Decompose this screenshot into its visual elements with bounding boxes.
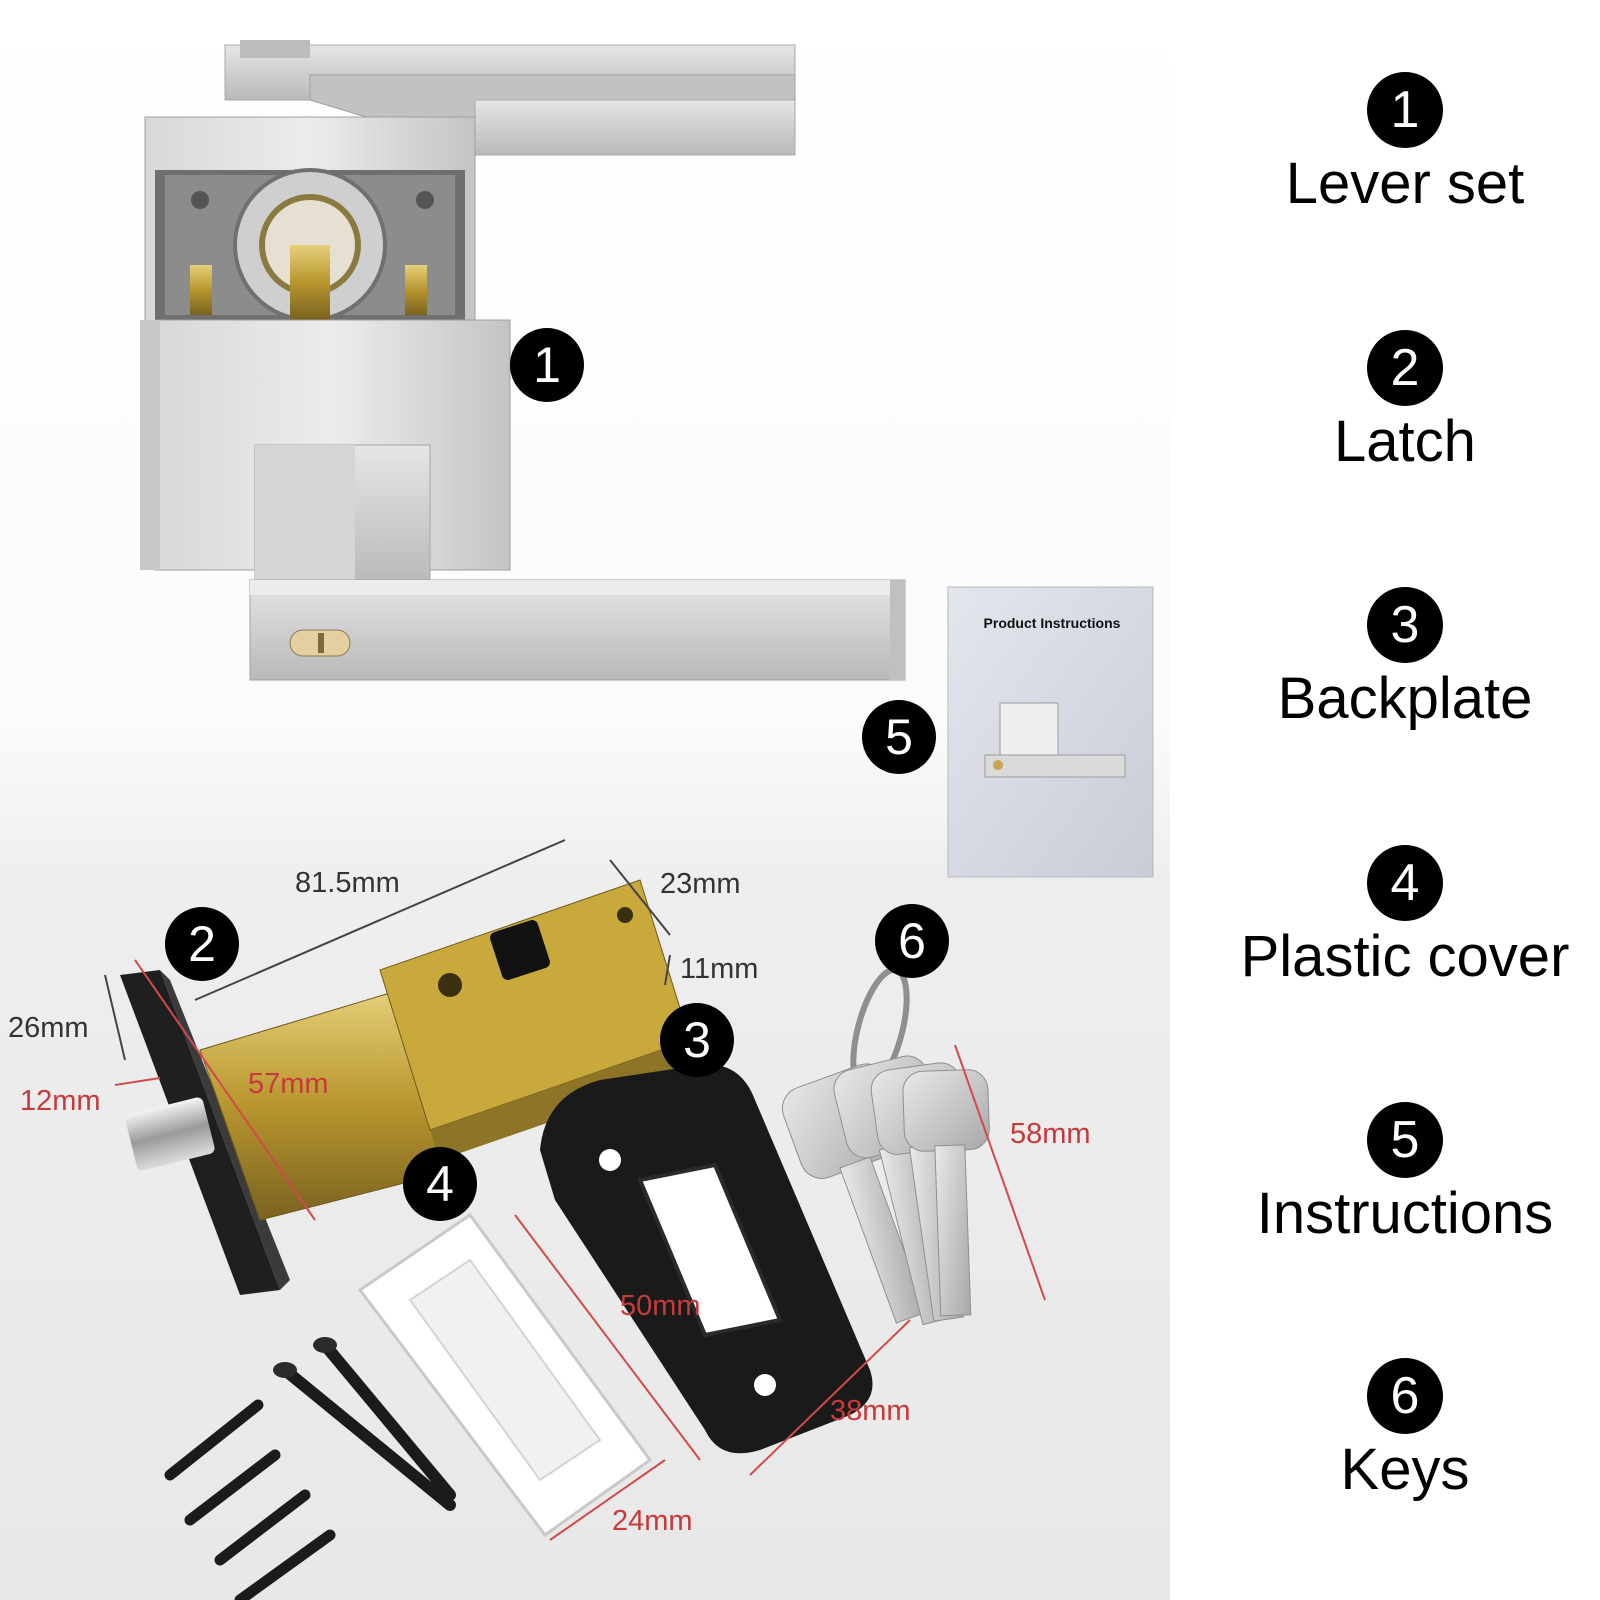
backplate-width-label: 38mm: [830, 1395, 911, 1427]
legend-item-backplate: 3 Backplate: [1190, 587, 1600, 787]
latch-width-label: 23mm: [660, 868, 741, 900]
legend-number: 5: [1367, 1102, 1443, 1178]
key-bunch: [781, 966, 990, 1326]
legend-number: 6: [1367, 1358, 1443, 1434]
legend-item-latch: 2 Latch: [1190, 330, 1600, 530]
latch-badge: 2: [165, 907, 239, 981]
legend-number: 3: [1367, 587, 1443, 663]
plastic-cover: [357, 1212, 653, 1538]
wood-screws: [164, 1399, 336, 1600]
cover-badge: 4: [403, 1147, 477, 1221]
machine-screws: [273, 1337, 456, 1511]
manual-badge: 5: [862, 700, 936, 774]
backplate-height-label: 50mm: [620, 1290, 701, 1322]
black-backplate: [540, 1064, 873, 1454]
product-photo: [0, 0, 1170, 1600]
front-lever: [249, 579, 906, 681]
keys-badge: 6: [875, 904, 949, 978]
product-illustration: [0, 0, 1170, 1600]
cover-width-label: 24mm: [612, 1505, 693, 1537]
latch-length-label: 81.5mm: [295, 867, 400, 899]
legend-label: Instructions: [1256, 1181, 1554, 1246]
faceplate-height-label: 26mm: [8, 1012, 89, 1044]
legend-number: 2: [1367, 330, 1443, 406]
legend-number: 1: [1367, 72, 1443, 148]
legend-label: Keys: [1340, 1437, 1470, 1502]
legend-label: Plastic cover: [1240, 924, 1570, 989]
bolt-label: 12mm: [20, 1085, 101, 1117]
backplate-badge: 3: [660, 1003, 734, 1077]
legend-number: 4: [1367, 845, 1443, 921]
legend-label: Lever set: [1285, 151, 1525, 216]
legend-item-plastic-cover: 4 Plastic cover: [1190, 845, 1600, 1045]
front-rose: [140, 319, 511, 586]
backset-label: 57mm: [248, 1068, 329, 1100]
key-length-label: 58mm: [1010, 1118, 1091, 1150]
legend-item-keys: 6 Keys: [1190, 1358, 1600, 1558]
manual-title: Product Instructions: [983, 615, 1121, 631]
legend-item-lever-set: 1 Lever set: [1190, 72, 1600, 272]
legend-label: Backplate: [1277, 666, 1533, 731]
dimension-lines: [104, 839, 1046, 1541]
latch-tab-label: 11mm: [680, 953, 759, 985]
legend-label: Latch: [1334, 409, 1476, 474]
instructions-booklet: [947, 586, 1154, 878]
lever-badge: 1: [510, 328, 584, 402]
legend-item-instructions: 5 Instructions: [1190, 1102, 1600, 1302]
